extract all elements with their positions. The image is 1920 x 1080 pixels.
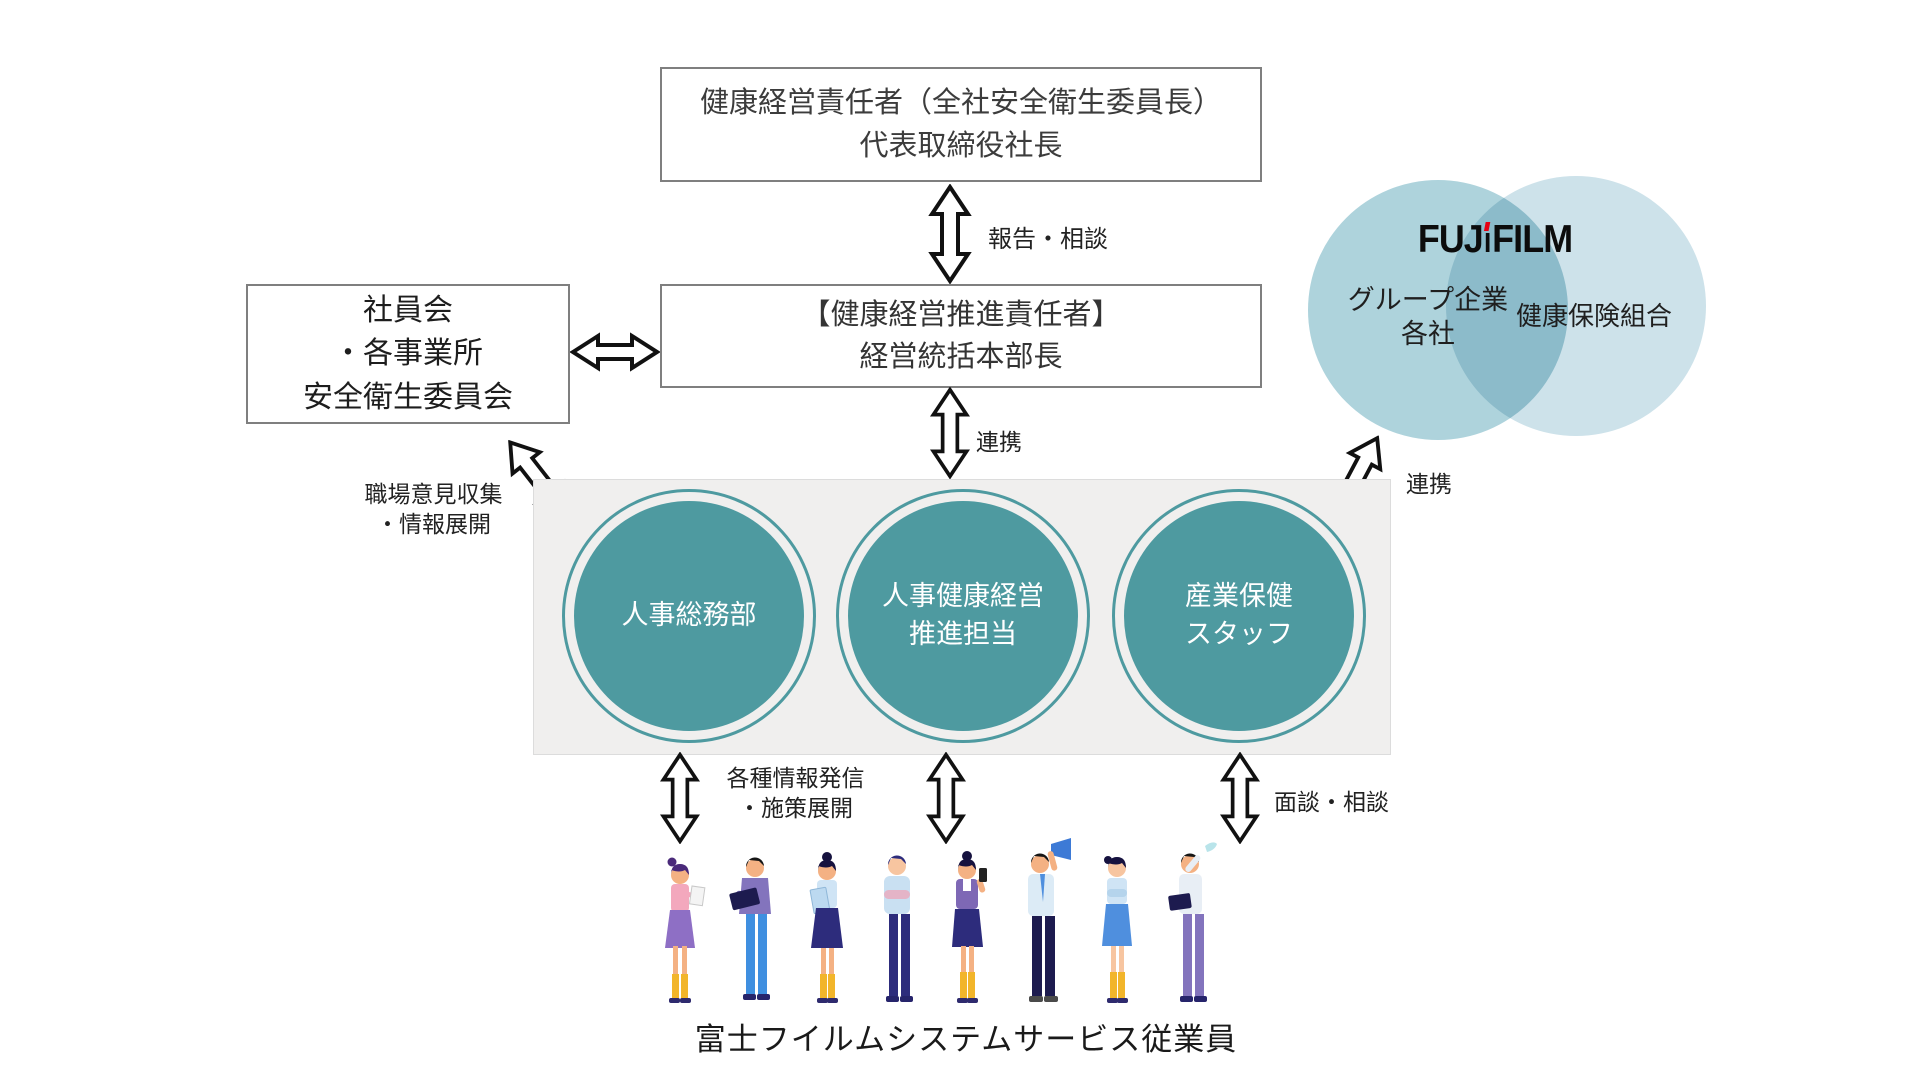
left-box-line3: 安全衛生委員会 bbox=[303, 380, 513, 414]
left-box-employee-association: 社員会 ・各事業所 安全衛生委員会 bbox=[246, 284, 570, 424]
venn-right-label: 健康保険組合 bbox=[1515, 301, 1672, 331]
double-vertical-arrow-icon bbox=[930, 387, 970, 479]
left-box-line1: 社員会 bbox=[363, 293, 453, 327]
report-consult-arrow bbox=[928, 184, 972, 284]
workplace-feedback-label: 職場意見収集 ・情報展開 bbox=[356, 480, 511, 540]
left-middle-arrow bbox=[570, 332, 660, 372]
report-consult-label: 報告・相談 bbox=[988, 226, 1108, 253]
circle3-line1: 産業保健 bbox=[1185, 581, 1293, 612]
middle-box-line1: 【健康経営推進責任者】 bbox=[801, 298, 1121, 331]
top-box-health-management-officer: 健康経営責任者（全社安全衛生委員長） 代表取締役社長 bbox=[660, 67, 1262, 182]
circle-occupational-health-staff: 産業保健 スタッフ bbox=[1112, 489, 1366, 743]
circle2-line1: 人事健康経営 bbox=[882, 581, 1044, 612]
middle-box-line2: 経営統括本部長 bbox=[859, 341, 1063, 373]
circle2-line2: 推進担当 bbox=[909, 619, 1017, 649]
circle-hr-health-promotion: 人事健康経営 推進担当 bbox=[836, 489, 1090, 743]
info-dissemination-arrow bbox=[658, 752, 702, 844]
person-6 bbox=[1028, 838, 1071, 1002]
top-box-line2: 代表取締役社長 bbox=[859, 129, 1063, 162]
person-5 bbox=[952, 851, 987, 1003]
person-2 bbox=[729, 857, 771, 1000]
employees-caption: 富士フイルムシステムサービス従業員 bbox=[694, 1022, 1238, 1057]
person-4 bbox=[884, 855, 913, 1002]
workplace-feedback-line1: 職場意見収集 bbox=[364, 481, 503, 507]
person-3 bbox=[809, 852, 843, 1003]
fujifilm-logo-red-i-icon bbox=[1483, 222, 1492, 252]
left-box-line2: ・各事業所 bbox=[333, 337, 483, 371]
middle-box-promotion-officer: 【健康経営推進責任者】 経営統括本部長 bbox=[660, 284, 1262, 388]
info-dissemination-label: 各種情報発信 ・施策展開 bbox=[713, 764, 878, 824]
interview-consult-arrow bbox=[1218, 752, 1262, 844]
fujifilm-logo-text1: FUJ bbox=[1417, 218, 1484, 261]
circle3-line2: スタッフ bbox=[1185, 619, 1293, 649]
circle-occupational-health-staff-disc: 産業保健 スタッフ bbox=[1124, 501, 1354, 731]
venn-left-label-line2: 各社 bbox=[1401, 318, 1455, 349]
circle1-line1: 人事総務部 bbox=[621, 600, 757, 631]
double-horizontal-arrow-icon bbox=[570, 332, 660, 372]
info-dissemination-line2: ・施策展開 bbox=[738, 794, 853, 821]
double-vertical-arrow-icon bbox=[926, 752, 966, 844]
venn-left-label-line1: グループ企業 bbox=[1347, 285, 1509, 315]
double-vertical-arrow-icon bbox=[660, 752, 700, 844]
venn-left-label: グループ企業 各社 bbox=[1336, 284, 1520, 352]
info-dissemination-line1: 各種情報発信 bbox=[726, 765, 865, 791]
fujifilm-group-venn bbox=[1308, 176, 1706, 440]
top-box-line1: 健康経営責任者（全社安全衛生委員長） bbox=[699, 87, 1222, 120]
interview-consult-label: 面談・相談 bbox=[1274, 789, 1389, 815]
double-vertical-arrow-icon bbox=[1220, 752, 1260, 844]
center-bottom-arrow bbox=[924, 752, 968, 844]
person-8 bbox=[1168, 842, 1217, 1002]
employees-illustration bbox=[665, 838, 1217, 1003]
renkei-right-label: 連携 bbox=[1406, 471, 1452, 497]
venn-right-circle bbox=[1446, 176, 1706, 436]
circle-hr-general-affairs-disc: 人事総務部 bbox=[574, 501, 804, 731]
double-vertical-arrow-icon bbox=[928, 184, 972, 284]
renkei-center-label: 連携 bbox=[976, 429, 1022, 455]
person-7 bbox=[1102, 856, 1132, 1003]
workplace-feedback-line2: ・情報展開 bbox=[376, 510, 491, 537]
renkei-center-arrow bbox=[928, 387, 972, 479]
person-1 bbox=[665, 857, 706, 1003]
circle-hr-general-affairs: 人事総務部 bbox=[562, 489, 816, 743]
fujifilm-logo-text2: FILM bbox=[1492, 218, 1573, 261]
circle-hr-health-promotion-disc: 人事健康経営 推進担当 bbox=[848, 501, 1078, 731]
